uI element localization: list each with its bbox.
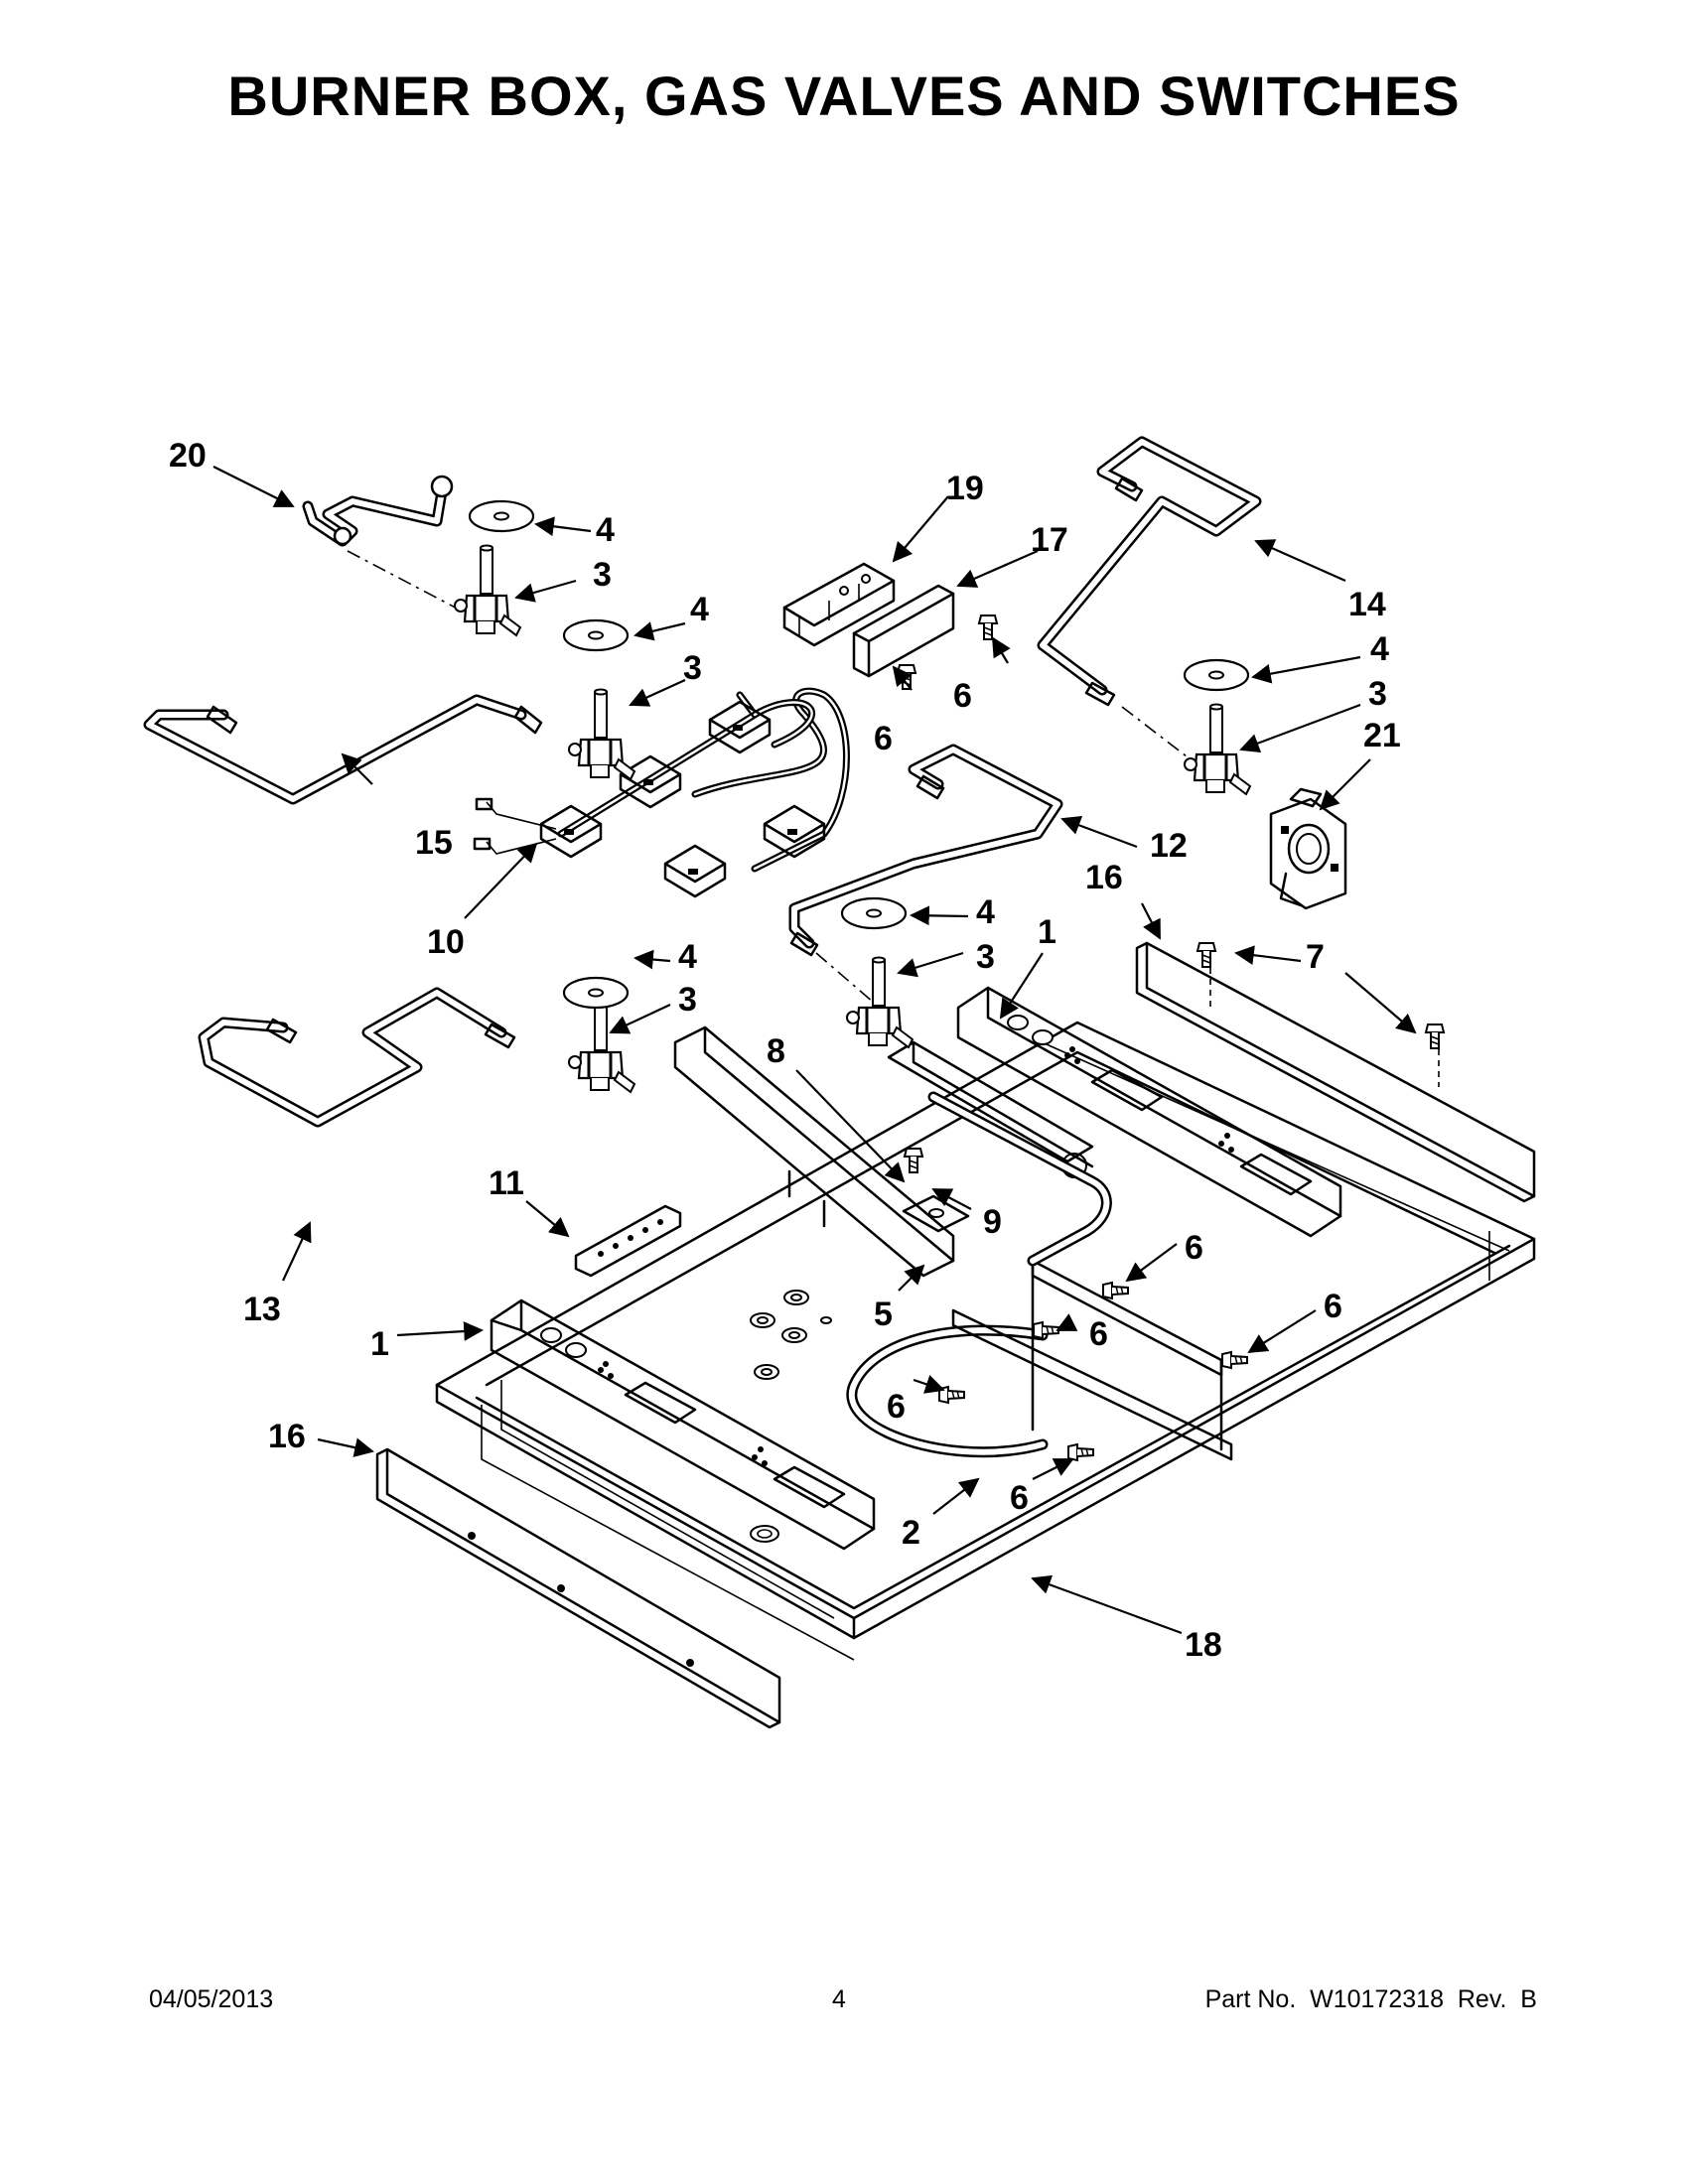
washer-1 [468,499,535,533]
screw-6f [978,614,998,640]
footer-date: 04/05/2013 [149,1985,274,2013]
washer-5 [562,976,630,1010]
callout-4: 4 [1370,630,1389,668]
u-burner [846,1091,1233,1461]
callout-6: 6 [874,720,893,757]
callout-1: 1 [370,1325,389,1363]
mounting-screw [904,1148,923,1173]
callout-6: 6 [1089,1315,1108,1353]
callout-3: 3 [683,649,702,687]
callout-arrows [212,466,1417,1635]
callout-3: 3 [1368,675,1387,713]
callout-4: 4 [976,893,995,931]
callout-3: 3 [678,981,697,1019]
callout-labels: 20 4 3 4 3 19 17 6 6 14 4 3 21 15 10 12 … [169,437,1401,1664]
splash-guard-front [375,1447,781,1729]
callout-3: 3 [593,556,612,594]
callout-13: 13 [243,1291,281,1328]
gas-tube-part-20 [302,475,454,547]
callout-16: 16 [268,1418,306,1455]
burner-bracket-rear [956,986,1342,1238]
callout-3: 3 [976,938,995,976]
valve-2 [567,688,636,781]
callout-20: 20 [169,437,207,475]
callout-10: 10 [427,923,465,961]
pressure-regulator [1269,787,1347,910]
screw-6e [1067,1443,1094,1461]
washer-4 [840,896,908,930]
callout-16: 16 [1085,859,1123,896]
callout-8: 8 [767,1032,785,1070]
callout-21: 21 [1363,717,1401,754]
callout-4: 4 [596,511,615,549]
callout-14: 14 [1348,586,1386,623]
screw-part-7b [1425,1024,1445,1049]
splash-guard-rear [1135,941,1536,1203]
valve-5 [567,1001,636,1094]
callout-15: 15 [415,824,453,862]
callout-4: 4 [678,938,697,976]
valve-3 [1183,703,1252,796]
callout-5: 5 [874,1296,893,1333]
page-title: BURNER BOX, GAS VALVES AND SWITCHES [227,65,1461,127]
valve-1 [453,544,522,637]
callout-6: 6 [1185,1229,1203,1267]
screw-6c [1221,1351,1248,1369]
gas-tube-part-14 [1037,436,1262,707]
gas-tube-part-12 [788,744,1063,957]
callout-9: 9 [983,1203,1002,1241]
callout-2: 2 [902,1514,920,1552]
screw-6a [1102,1282,1129,1299]
callout-4: 4 [690,591,709,628]
callout-19: 19 [946,470,984,507]
callout-12: 12 [1150,827,1188,865]
callout-17: 17 [1031,521,1068,559]
callout-7: 7 [1306,938,1325,976]
footer-part-number: Part No. W10172318 Rev. B [1204,1985,1537,2013]
bracket-part-11 [574,1204,682,1278]
callout-6: 6 [1324,1288,1342,1325]
callout-6: 6 [887,1388,906,1426]
callout-6: 6 [1010,1479,1029,1517]
footer-page-number: 4 [832,1985,846,2013]
gas-tube-part-13 [198,987,516,1128]
screw-part-7a [1196,942,1216,968]
washer-3 [1183,658,1250,692]
callout-1: 1 [1038,913,1056,951]
burner-bracket-front [490,1298,876,1551]
callout-6: 6 [953,677,972,715]
callout-18: 18 [1185,1626,1222,1664]
gas-tube-part-15 [143,694,543,805]
mounting-plate [902,1194,970,1233]
switch-bracket-part-17 [852,584,955,678]
wire-harness [473,687,850,898]
switch-part-19 [782,562,896,647]
cross-bracket [673,1025,1094,1278]
washer-2 [562,618,630,652]
callout-11: 11 [489,1164,524,1202]
